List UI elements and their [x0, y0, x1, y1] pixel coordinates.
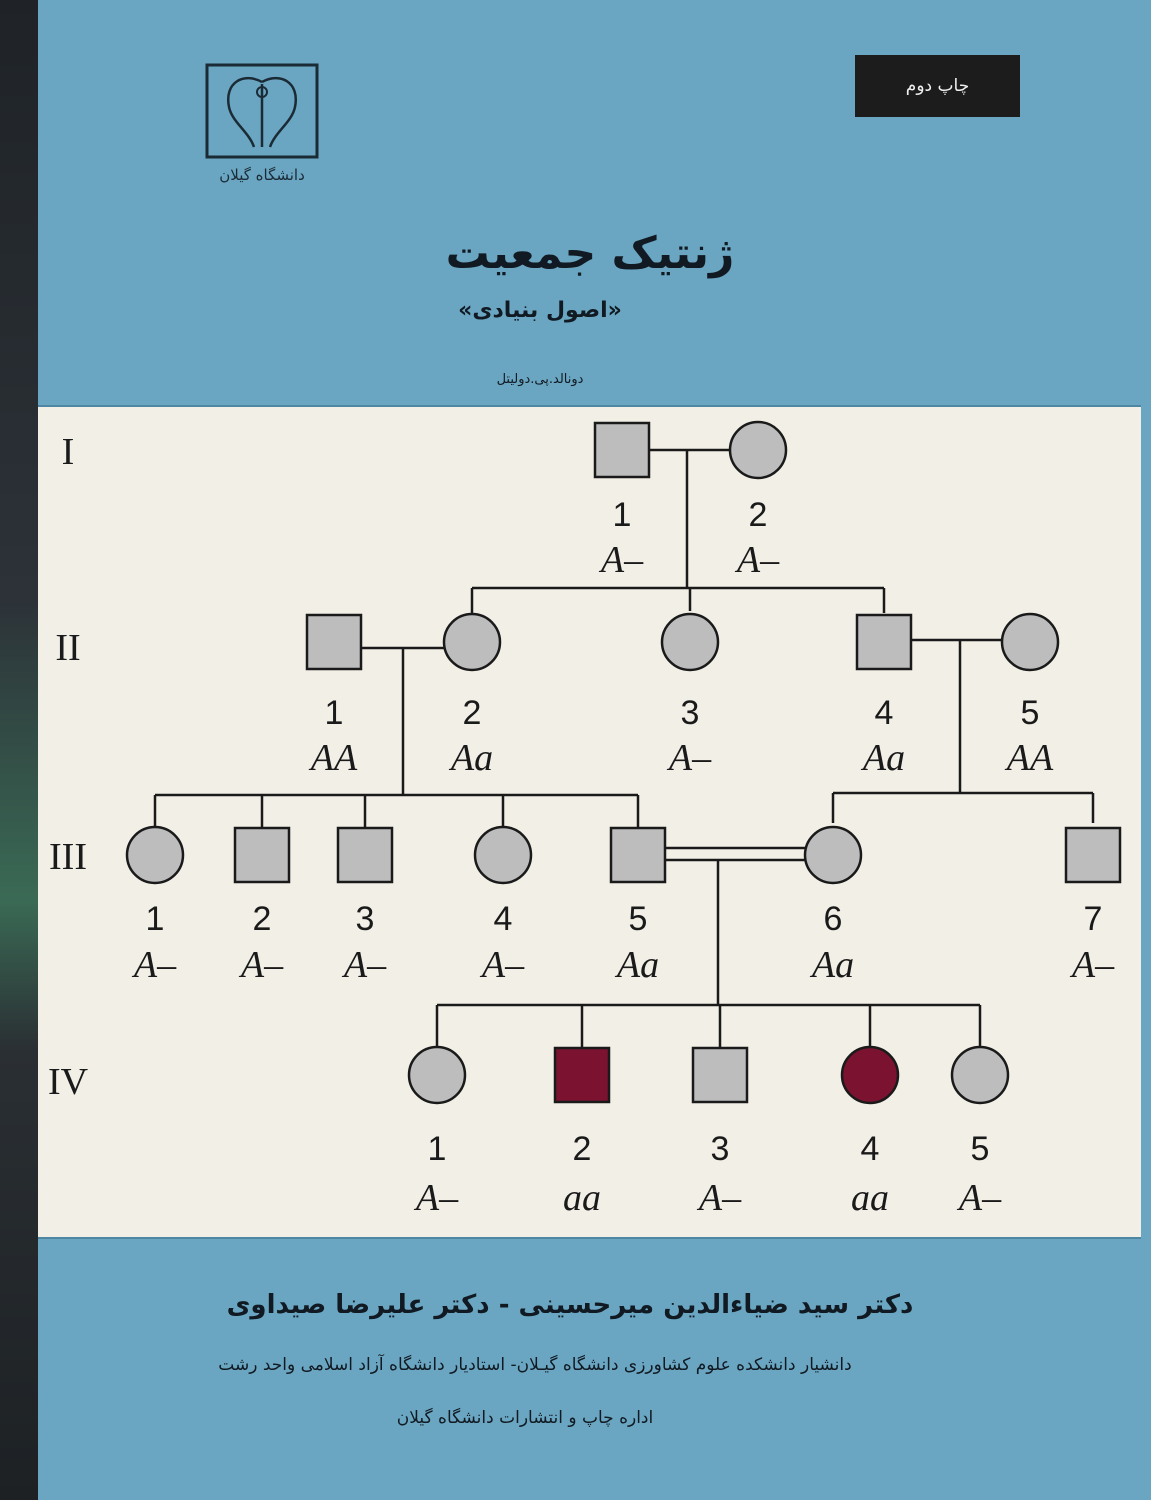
- logo-text: دانشگاه گیلان: [219, 166, 305, 184]
- genotype-label: A–: [131, 944, 177, 986]
- genotype-label: A–: [696, 1177, 742, 1219]
- individual-number: 5: [1021, 694, 1040, 732]
- individual-number: 2: [573, 1130, 592, 1168]
- female-circle-IV-4: [840, 1045, 900, 1105]
- individual-number: 1: [613, 496, 632, 534]
- edition-badge: چاپ دوم: [855, 55, 1020, 117]
- female-circle-III-4: [473, 825, 533, 885]
- genotype-label: Aa: [448, 737, 493, 779]
- individual-number: 1: [146, 900, 165, 938]
- female-circle-II-3: [660, 612, 720, 672]
- genotype-label: AA: [308, 737, 358, 779]
- individual-number: 2: [749, 496, 768, 534]
- individual-number: 4: [494, 900, 513, 938]
- female-circle-IV-1: [407, 1045, 467, 1105]
- individual-number: 4: [861, 1130, 880, 1168]
- individual-number: 2: [253, 900, 272, 938]
- female-circle-IV-5: [950, 1045, 1010, 1105]
- original-author: دونالد.پی.دولیتل: [496, 372, 584, 387]
- genotype-label: Aa: [860, 737, 905, 779]
- male-square-III-2: [233, 826, 291, 884]
- genotype-label: A–: [956, 1177, 1002, 1219]
- genotype-label: A–: [341, 944, 387, 986]
- genotype-label: aa: [851, 1177, 889, 1219]
- generation-label-III: III: [49, 836, 87, 878]
- affiliation: دانشیار دانشکده علوم کشاورزی دانشگاه گیـ…: [218, 1355, 852, 1375]
- individual-number: 5: [971, 1130, 990, 1168]
- female-circle-II-2: [442, 612, 502, 672]
- genotype-label: aa: [563, 1177, 601, 1219]
- publisher: اداره چاپ و انتشارات دانشگاه گیلان: [396, 1408, 654, 1428]
- male-square-II-4: [855, 613, 913, 671]
- male-square-III-3: [336, 826, 394, 884]
- female-circle-III-6: [803, 825, 863, 885]
- generation-label-I: I: [62, 431, 75, 473]
- female-circle-II-5: [1000, 612, 1060, 672]
- individual-number: 2: [463, 694, 482, 732]
- female-circle-I-2: [728, 420, 788, 480]
- individual-number: 1: [428, 1130, 447, 1168]
- genotype-label: A–: [479, 944, 525, 986]
- genotype-label: Aa: [809, 944, 854, 986]
- individual-number: 1: [325, 694, 344, 732]
- university-logo: دانشگاه گیلان: [205, 63, 319, 184]
- genotype-label: AA: [1004, 737, 1054, 779]
- genotype-label: A–: [734, 539, 780, 581]
- book-title: ژنتیک جمعیت: [445, 228, 735, 279]
- individual-number: 4: [875, 694, 894, 732]
- generation-label-II: II: [55, 627, 80, 669]
- genotype-label: Aa: [614, 944, 659, 986]
- individual-number: 5: [629, 900, 648, 938]
- male-square-IV-3: [691, 1046, 749, 1104]
- male-square-III-5: [609, 826, 667, 884]
- individual-number: 3: [356, 900, 375, 938]
- authors: دکتر سید ضیاءالدین میرحسینی - دکتر علیرض…: [226, 1290, 914, 1320]
- genotype-label: A–: [238, 944, 284, 986]
- book-subtitle: «اصول بنیادی»: [458, 298, 622, 323]
- individual-number: 3: [681, 694, 700, 732]
- generation-label-IV: IV: [48, 1061, 89, 1103]
- individual-number: 6: [824, 900, 843, 938]
- male-square-II-1: [305, 613, 363, 671]
- genotype-label: A–: [598, 539, 644, 581]
- male-square-III-7: [1064, 826, 1122, 884]
- female-circle-III-1: [125, 825, 185, 885]
- genotype-label: A–: [1069, 944, 1115, 986]
- individual-number: 3: [711, 1130, 730, 1168]
- male-square-IV-2: [553, 1046, 611, 1104]
- genotype-label: A–: [413, 1177, 459, 1219]
- male-square-I-1: [593, 421, 651, 479]
- genotype-label: A–: [666, 737, 712, 779]
- individual-number: 7: [1084, 900, 1103, 938]
